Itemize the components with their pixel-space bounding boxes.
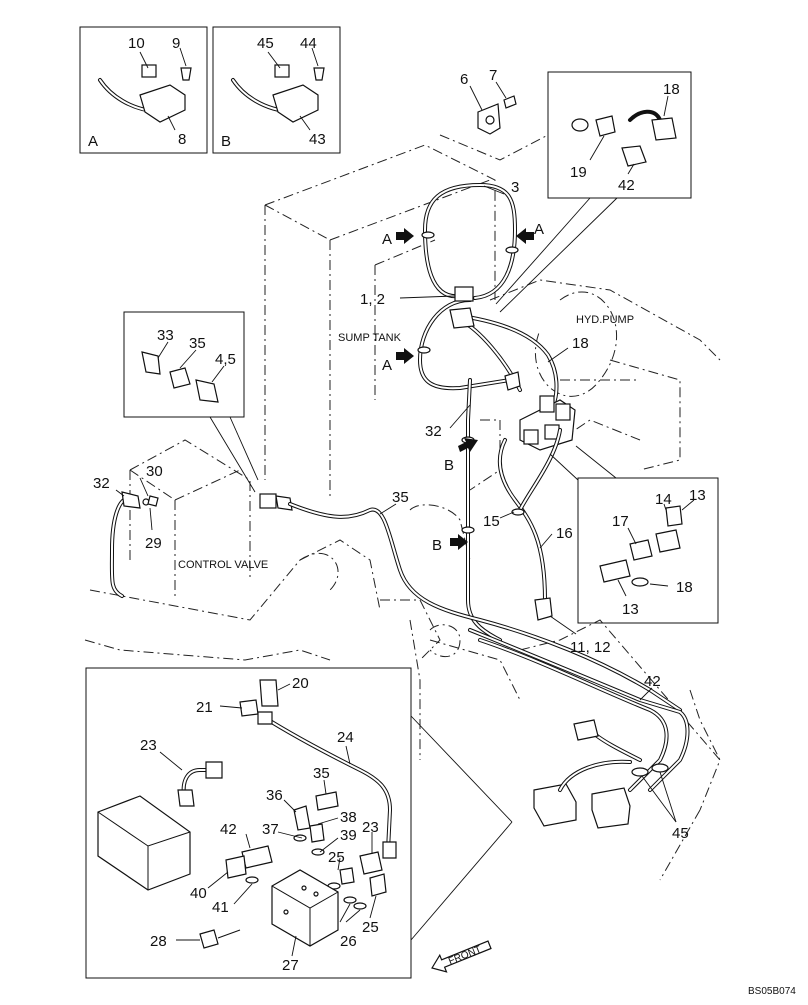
callout-19: 19 <box>570 164 587 181</box>
hyd-pump-label: HYD.PUMP <box>576 314 634 326</box>
callout-30: 30 <box>146 463 163 480</box>
callout-40: 40 <box>190 885 207 902</box>
view-arrow-a-1: A <box>382 231 392 248</box>
callout-23-left: 23 <box>140 737 157 754</box>
machine-outline <box>84 134 721 881</box>
view-letter-b-box: B <box>221 133 231 150</box>
callout-44: 44 <box>300 35 317 52</box>
drawing-ref: BS05B074 <box>748 986 796 997</box>
callout-6: 6 <box>460 71 468 88</box>
callout-8: 8 <box>178 131 186 148</box>
callout-32-main: 32 <box>93 475 110 492</box>
callout-33: 35 <box>189 335 206 352</box>
callout-13-box: 13 <box>622 601 639 618</box>
callout-18-top: 18 <box>663 81 680 98</box>
callout-14: 15 <box>483 513 500 530</box>
callout-18-box: 13 <box>689 487 706 504</box>
view-arrow-b-1: B <box>444 457 454 474</box>
callout-13-mid: 16 <box>556 525 573 542</box>
callout-42-detail: 42 <box>220 821 237 838</box>
hose-42-bundle: 42 45 11, 12 <box>468 615 690 842</box>
callout-29: 29 <box>145 535 162 552</box>
callout-26: 26 <box>340 933 357 950</box>
callout-18-mid: 18 <box>572 335 589 352</box>
callout-11-12: 11, 12 <box>570 639 611 656</box>
callout-9: 9 <box>172 35 180 52</box>
sump-tank-label: SUMP TANK <box>338 332 402 344</box>
view-arrow-a-2: A <box>534 221 544 238</box>
view-arrow-b-2: B <box>432 537 442 554</box>
callout-42-main: 42 <box>644 673 661 690</box>
callout-10: 10 <box>128 35 145 52</box>
callout-43: 43 <box>309 131 326 148</box>
view-arrows: A A A B B <box>382 221 544 554</box>
callout-45-main: 45 <box>672 825 689 842</box>
view-letter-a-box: A <box>88 133 98 150</box>
callout-35-box: 4,5 <box>215 351 236 368</box>
front-direction-arrow: FRONT <box>431 940 492 973</box>
callout-35-detail: 35 <box>313 765 330 782</box>
front-label: FRONT <box>447 944 483 967</box>
callout-37: 37 <box>262 821 279 838</box>
detail-valve-block: 20 21 24 23 35 36 38 37 39 23 42 25 40 4… <box>85 667 513 979</box>
callout-36: 36 <box>266 787 283 804</box>
callout-42-top: 42 <box>618 177 635 194</box>
callout-15: 17 <box>612 513 629 530</box>
callout-17: 14 <box>655 491 672 508</box>
callout-45-box: 45 <box>257 35 274 52</box>
callout-28: 28 <box>150 933 167 950</box>
callout-32-box: 33 <box>157 327 174 344</box>
pump-port-fittings <box>504 371 576 451</box>
callout-4-5: 32 <box>425 423 442 440</box>
detail-view-b: B 45 44 43 <box>212 26 341 154</box>
bracket-6-7: 6 7 <box>460 67 517 135</box>
callout-41: 41 <box>212 899 229 916</box>
callout-35-main: 35 <box>392 489 409 506</box>
detail-fittings-32-33-35: 33 35 4,5 <box>123 311 259 493</box>
detail-fittings-13-15-16-17-18: 14 13 17 18 13 <box>549 445 719 624</box>
control-valve-hoses: 32 30 29 35 <box>93 463 682 712</box>
callout-25-upper: 25 <box>328 849 345 866</box>
view-arrow-a-3: A <box>382 357 392 374</box>
callout-38: 38 <box>340 809 357 826</box>
detail-fittings-18-19-42: 18 19 42 <box>495 71 692 313</box>
callout-1-2: 1, 2 <box>360 291 385 308</box>
callout-20: 20 <box>292 675 309 692</box>
callout-3: 3 <box>511 179 519 196</box>
callout-39: 39 <box>340 827 357 844</box>
control-valve-label: CONTROL VALVE <box>178 559 268 571</box>
callout-25-lower: 25 <box>362 919 379 936</box>
callout-24: 24 <box>337 729 354 746</box>
hose-loop-3: 3 1, 2 <box>360 179 519 391</box>
hose-18: 18 <box>449 307 589 412</box>
callout-7: 7 <box>489 67 497 84</box>
callout-27: 27 <box>282 957 299 974</box>
detail-view-a: A 10 9 8 <box>79 26 208 154</box>
callout-21: 21 <box>196 699 213 716</box>
callout-16: 18 <box>676 579 693 596</box>
callout-23-right: 23 <box>362 819 379 836</box>
